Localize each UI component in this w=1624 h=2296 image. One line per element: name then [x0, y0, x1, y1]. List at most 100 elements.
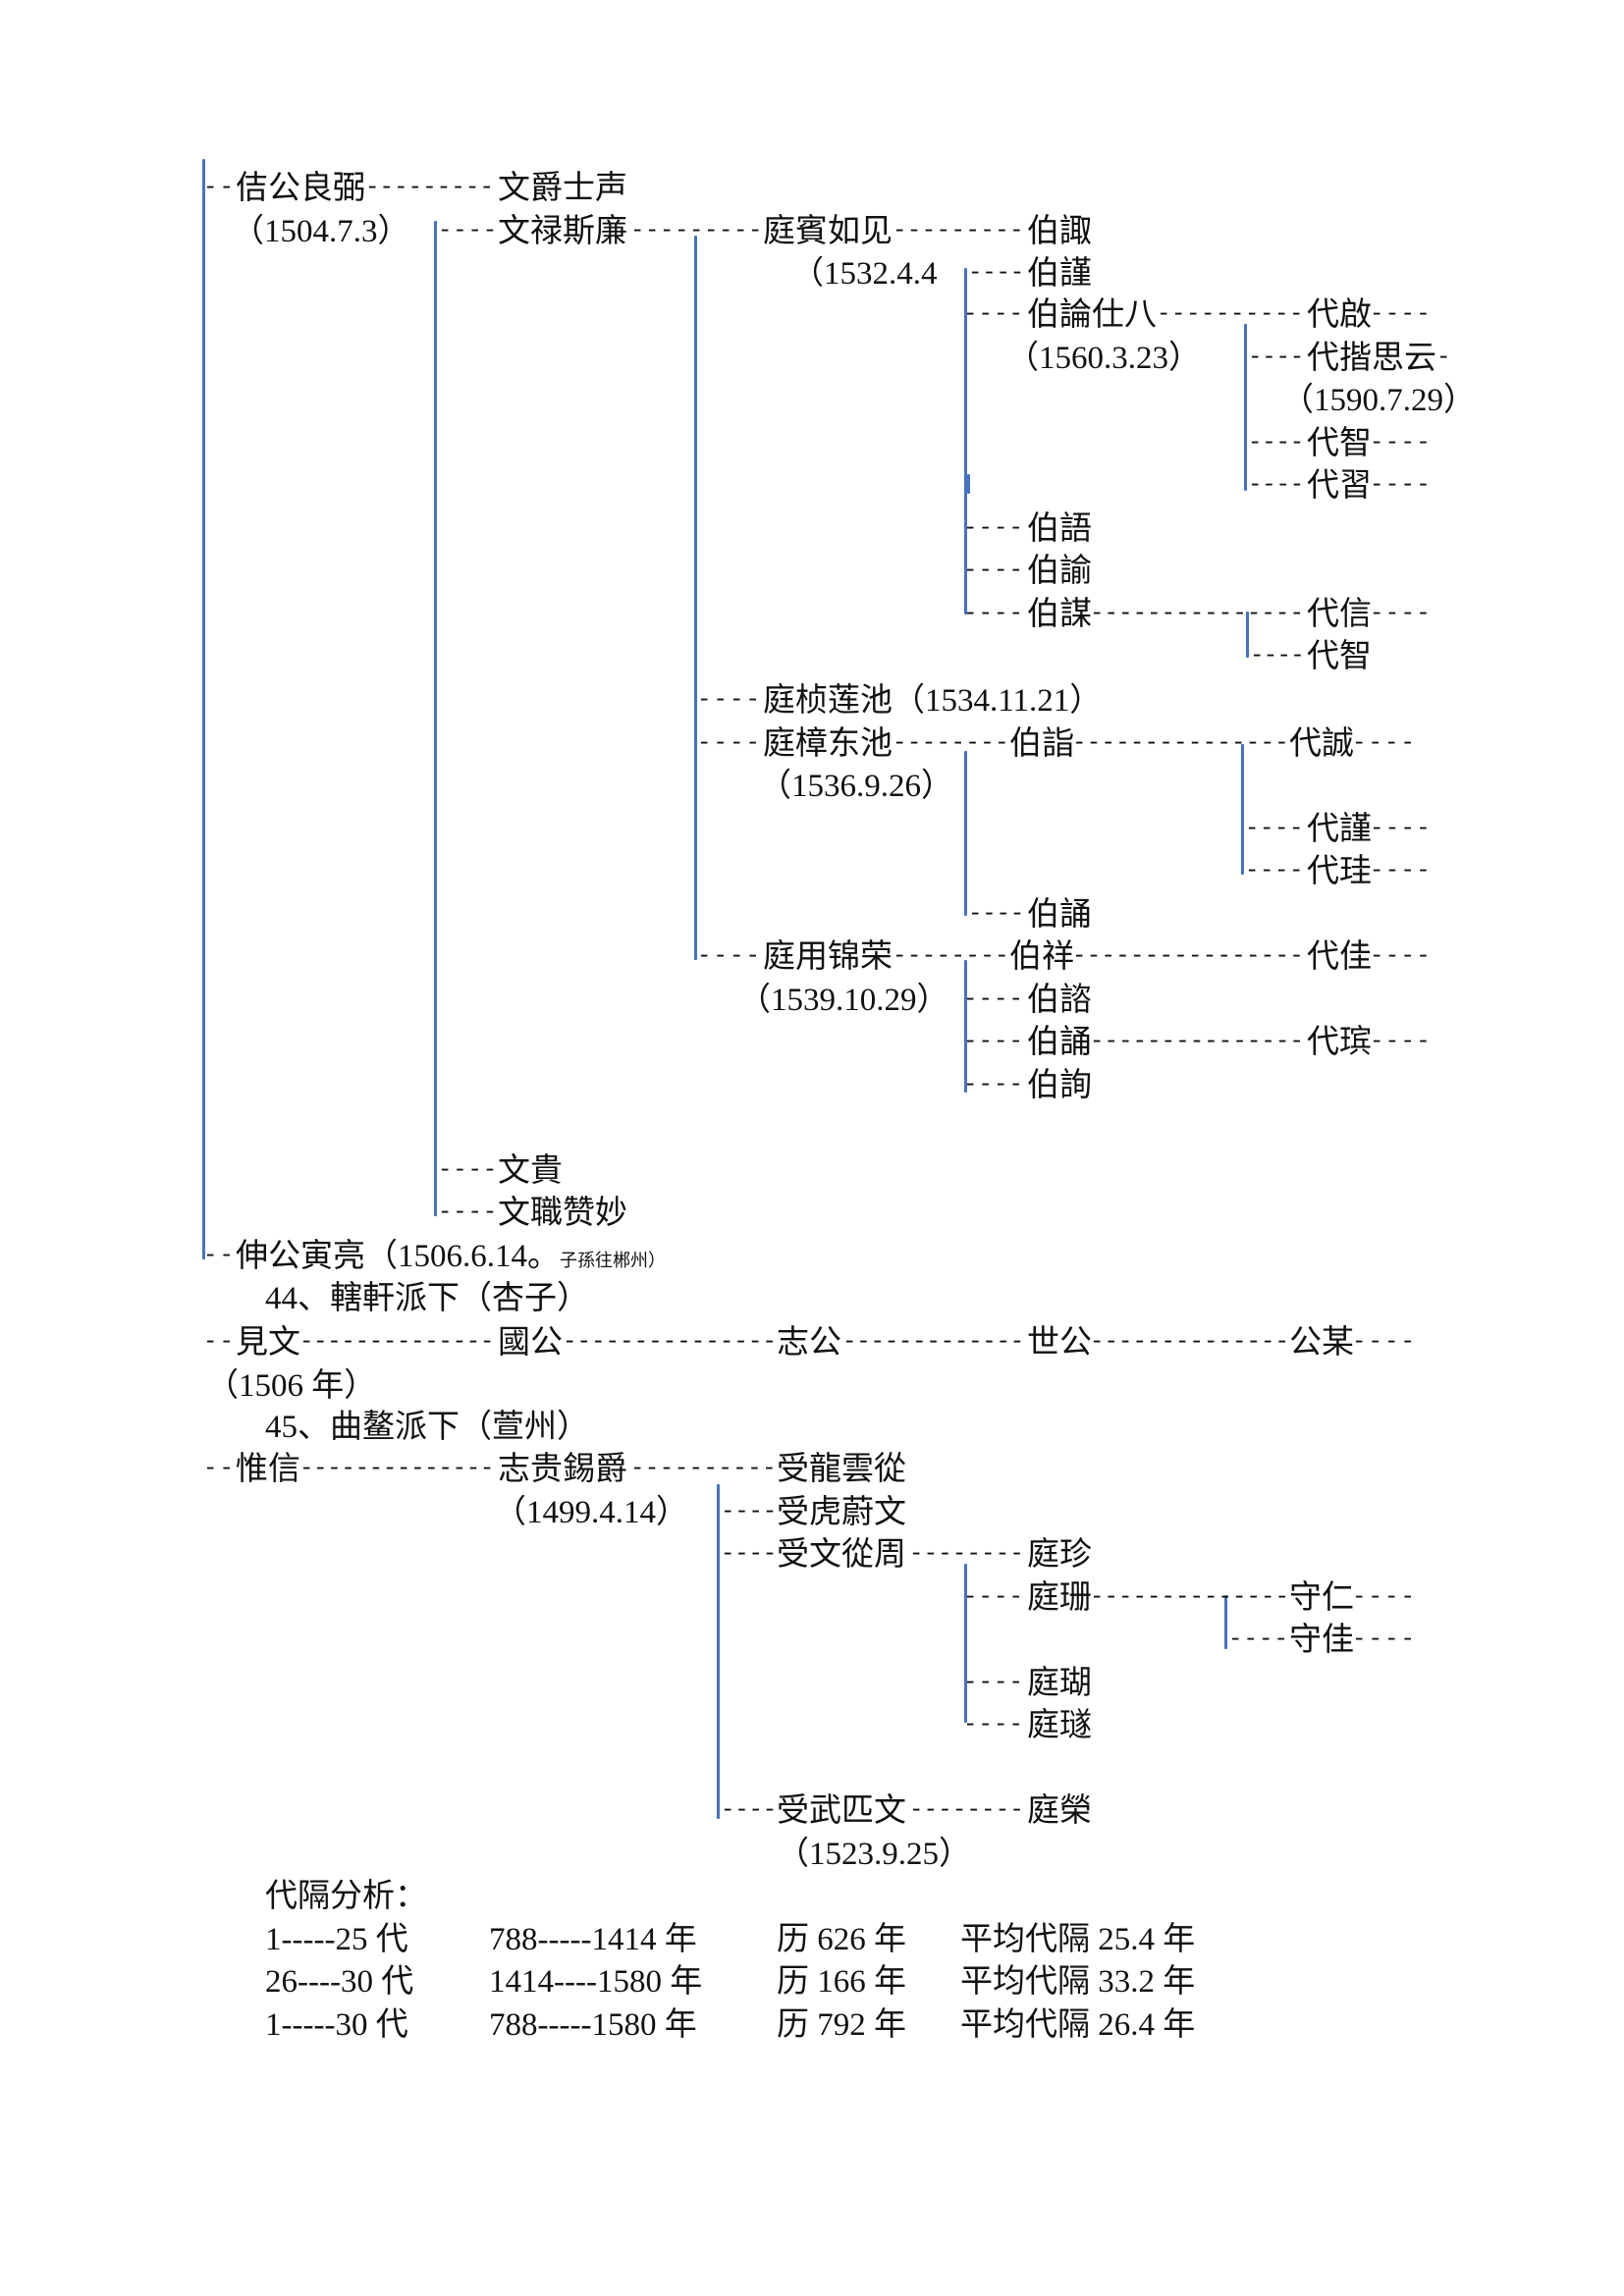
birth-date: （1534.11.21） — [893, 683, 1103, 719]
member-name: 代信 — [1307, 597, 1372, 632]
member-name: 庭賓如见 — [763, 214, 893, 249]
member-name: 庭榮 — [1027, 1793, 1092, 1829]
birth-date: （1532.4.4 — [791, 256, 938, 292]
dash-connector: --------------- — [563, 1329, 777, 1356]
dash-connector: --------------- — [1090, 1029, 1304, 1055]
member-name: 受龍雲從 — [777, 1452, 906, 1487]
vertical-connector — [717, 1484, 720, 1819]
dash-connector: ---- — [963, 1584, 1024, 1611]
dash-connector: ---- — [963, 601, 1024, 627]
dash-connector: -------- — [909, 1797, 1024, 1824]
member-name: 守仁 — [1289, 1580, 1354, 1616]
dash-connector: ---- — [1370, 472, 1432, 499]
member-name: 文貴 — [498, 1153, 563, 1189]
member-name: 佶公良弼 — [236, 171, 365, 206]
member-name: 伯諭 — [1027, 554, 1092, 589]
years-span: 历 626 年 — [777, 1922, 906, 1957]
average-interval: 平均代隔 26.4 年 — [960, 2007, 1196, 2043]
dash-connector: --------- — [630, 218, 763, 244]
member-name: 伯詢 — [1027, 1068, 1092, 1103]
dash-connector: ---- — [968, 901, 1024, 928]
vertical-connector — [964, 268, 967, 614]
average-interval: 平均代隔 25.4 年 — [960, 1922, 1196, 1957]
member-name: 伯論仕八 — [1027, 297, 1157, 333]
average-interval: 平均代隔 33.2 年 — [960, 1964, 1196, 2000]
vertical-connector — [964, 960, 967, 1093]
member-name: 志贵錫爵 — [498, 1452, 627, 1487]
dash-connector: ------------- — [842, 1329, 1024, 1356]
dash-connector: -- — [203, 1243, 236, 1269]
dash-connector: -------------- — [1090, 1329, 1289, 1356]
dash-connector: -- — [203, 1456, 236, 1482]
member-name: 伯謀 — [1027, 597, 1092, 632]
dash-connector: ---- — [1248, 345, 1304, 371]
year-range: 788-----1414 年 — [489, 1922, 697, 1957]
vertical-connector — [202, 159, 205, 1259]
birth-date: （1523.9.25） — [777, 1837, 971, 1872]
birth-date: （1506.6.14。 — [365, 1239, 560, 1274]
dash-connector: ---- — [1370, 858, 1432, 884]
dash-connector: ---- — [438, 218, 498, 244]
vertical-connector — [694, 236, 697, 960]
dash-connector: ---- — [963, 558, 1024, 584]
birth-date: （1536.9.26） — [759, 769, 953, 804]
dash-connector: ---- — [1352, 730, 1417, 757]
dash-connector: ---- — [1370, 816, 1432, 842]
dash-connector: ---------- — [1157, 301, 1304, 328]
vertical-connector — [964, 1564, 967, 1723]
dash-connector: ---- — [1370, 1029, 1432, 1055]
member-name: 代習 — [1307, 468, 1372, 504]
member-name: 文禄斯廉 — [498, 214, 627, 249]
dash-connector: ---- — [1228, 1627, 1289, 1653]
member-name: 代智 — [1307, 639, 1372, 674]
vertical-connector — [967, 474, 970, 494]
member-name: 見文 — [236, 1325, 300, 1361]
dash-connector: ---- — [968, 260, 1024, 287]
dash-connector: ---------- — [630, 1456, 777, 1482]
dash-connector: -- — [203, 175, 236, 201]
member-name: 伯祥 — [1009, 939, 1074, 975]
dash-connector: ---- — [963, 1072, 1024, 1098]
dash-connector: - — [1436, 345, 1451, 371]
member-name: 志公 — [777, 1325, 841, 1361]
member-name: 公某 — [1289, 1325, 1354, 1361]
member-name: 伸公寅亮 — [236, 1239, 365, 1274]
dash-connector: -------------- — [1090, 1584, 1289, 1611]
year-range: 1414----1580 年 — [489, 1964, 703, 2000]
dash-connector: --------- — [893, 218, 1024, 244]
dash-connector: ---- — [963, 1712, 1024, 1738]
dash-connector: ---- — [1248, 430, 1304, 456]
dash-connector: ---- — [963, 1670, 1024, 1696]
dash-connector: -------------- — [299, 1456, 494, 1482]
member-name: 伯諏 — [1027, 214, 1092, 249]
dash-connector: ---- — [1370, 301, 1432, 328]
years-span: 历 166 年 — [777, 1964, 906, 2000]
member-name: 庭樟东池 — [763, 726, 893, 762]
year-range: 788-----1580 年 — [489, 2007, 697, 2043]
dash-connector: ---- — [1245, 858, 1304, 884]
dash-connector: -------- — [893, 730, 1009, 757]
dash-connector: ---- — [1370, 601, 1432, 627]
member-name: 惟信 — [236, 1452, 300, 1487]
member-name: 國公 — [498, 1325, 563, 1361]
dash-connector: ---- — [963, 301, 1024, 328]
member-name: 受文從周 — [777, 1537, 906, 1573]
member-name: 代智 — [1307, 426, 1372, 461]
member-name: 代佳 — [1307, 939, 1372, 975]
dash-connector: ---- — [721, 1541, 777, 1568]
member-name: 代揩思云 — [1307, 341, 1436, 376]
birth-date: （1539.10.29） — [738, 983, 949, 1018]
analysis-title: 代隔分析： — [265, 1879, 427, 1914]
birth-date: （1506 年） — [206, 1368, 377, 1404]
years-span: 历 792 年 — [777, 2007, 906, 2043]
member-name: 庭用锦荣 — [763, 939, 893, 975]
dash-connector: ---- — [438, 1157, 498, 1184]
birth-note: （1506.6.14。子孫往郴州） — [365, 1237, 666, 1276]
dash-connector: ---- — [963, 1029, 1024, 1055]
dash-connector: ---- — [697, 943, 762, 970]
dash-connector: ---- — [721, 1499, 777, 1525]
birth-date: （1590.7.29） — [1281, 383, 1476, 418]
member-name: 代謹 — [1307, 812, 1372, 847]
dash-connector: ---- — [697, 687, 762, 714]
